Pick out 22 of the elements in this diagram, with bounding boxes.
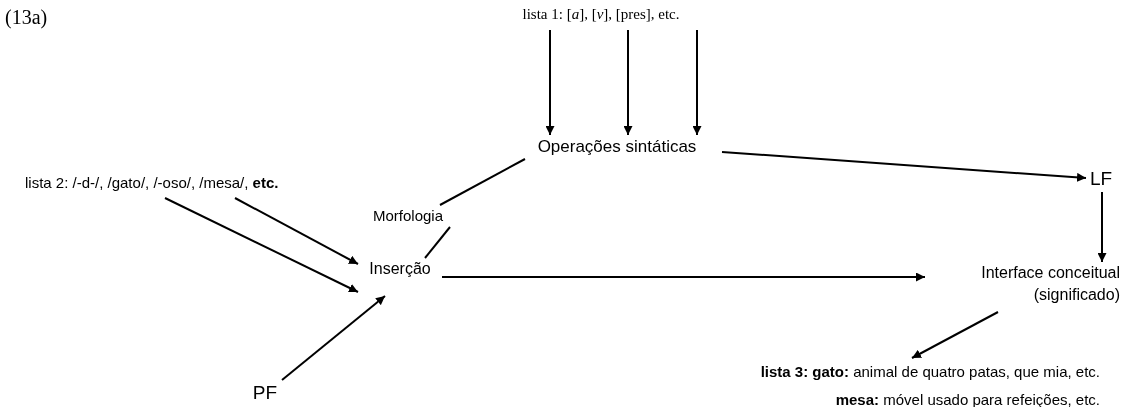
node-text: lista 2: /-d-/, /gato/, /-oso/, /mesa/, etc. — [25, 173, 280, 193]
arrow — [545, 29, 555, 136]
arrow — [1097, 191, 1107, 263]
connector-line — [439, 158, 526, 206]
arrow — [234, 197, 359, 265]
node-text: lista 3: gato: animal de quatro patas, que mia, etc. — [759, 362, 1100, 382]
node-text: lista 1: [a], [v], [pres], etc. — [521, 5, 681, 24]
arrow — [164, 197, 359, 293]
arrow — [692, 29, 702, 136]
arrow — [623, 29, 633, 136]
node-text: PF — [251, 381, 279, 405]
connector-line — [424, 226, 451, 259]
example-number: (13a) — [5, 6, 48, 29]
node-text: Operações sintáticas — [536, 136, 698, 158]
arrow — [911, 311, 999, 359]
arrow — [281, 295, 386, 381]
node-text: Morfologia — [371, 206, 444, 226]
node-text: Inserção — [368, 259, 432, 279]
arrow — [721, 151, 1087, 182]
node-text: Interface conceitual (significado) — [980, 263, 1120, 306]
node-text: LF — [1088, 167, 1114, 191]
arrow — [441, 272, 926, 282]
